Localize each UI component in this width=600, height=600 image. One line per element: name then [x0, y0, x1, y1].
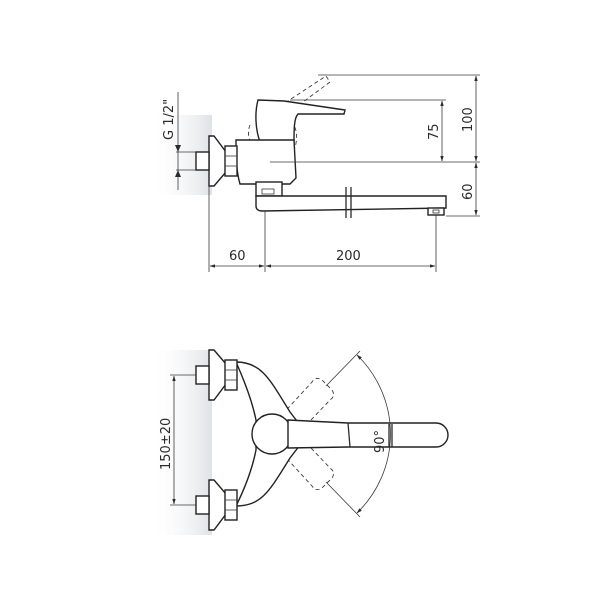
lever-top — [287, 419, 449, 449]
wall-flange — [208, 135, 227, 187]
aerator — [427, 207, 445, 216]
top-view: 150±20 90° — [150, 349, 449, 535]
dim-rotation-angle: 90° — [373, 430, 388, 453]
dim-total-height: 100 — [461, 107, 476, 132]
dim-spout-reach: 200 — [336, 249, 361, 264]
lever-hub — [251, 413, 293, 455]
inlet-stub — [195, 151, 210, 171]
lever-alt-left — [267, 377, 335, 441]
rotation-arc — [356, 354, 391, 514]
dim-wall-offset: 60 — [229, 249, 246, 264]
flange-top — [208, 349, 227, 401]
lever-alt-right — [267, 427, 335, 491]
dim-spout-height: 60 — [461, 183, 476, 200]
connector-nut — [224, 145, 238, 177]
flange-bottom — [208, 479, 227, 531]
dim-inlet-spacing: 150±20 — [159, 418, 174, 470]
dim-lever-height: 75 — [427, 123, 442, 140]
lever — [255, 99, 346, 147]
lever-alt-position — [247, 75, 331, 151]
side-view: G 1/2" 75 100 60 60 200 — [150, 74, 480, 272]
thread-size-label: G 1/2" — [162, 99, 177, 140]
